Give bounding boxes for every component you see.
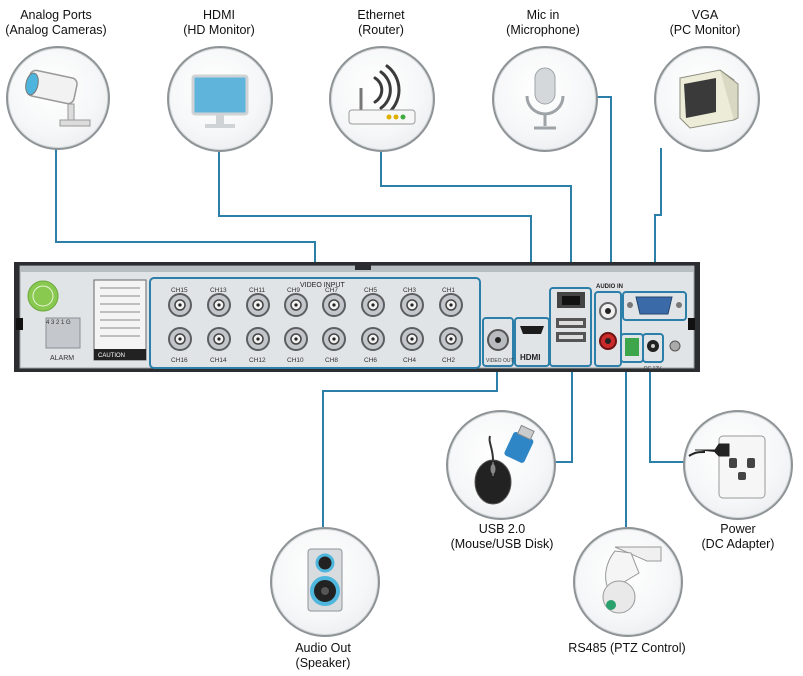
dc-box xyxy=(642,333,664,363)
channel-label: CH1 xyxy=(442,287,455,294)
channel-label: CH14 xyxy=(210,357,227,364)
analog-label: Analog Ports(Analog Cameras) xyxy=(5,8,107,37)
audio-box xyxy=(594,291,622,367)
usb-label: USB 2.0(Mouse/USB Disk) xyxy=(450,522,554,551)
usb-circle xyxy=(446,410,556,520)
router-icon xyxy=(348,64,416,125)
wire-power xyxy=(649,360,685,463)
rs485-label: RS485 (PTZ Control) xyxy=(568,641,686,655)
channel-label: CH16 xyxy=(171,357,188,364)
crt-monitor-icon xyxy=(679,69,739,129)
wire-usb xyxy=(555,340,573,463)
bnc-row-bottom xyxy=(168,327,463,351)
wire-audio-out xyxy=(322,366,498,527)
svg-text:AUDIO IN: AUDIO IN xyxy=(596,284,623,290)
audio-out-circle xyxy=(270,527,380,637)
wire-vga xyxy=(654,148,662,292)
channel-label: CH15 xyxy=(171,287,188,294)
channel-label: CH10 xyxy=(287,357,304,364)
ground-screw xyxy=(669,340,681,352)
channel-label: CH6 xyxy=(364,357,377,364)
channel-label: CH5 xyxy=(364,287,377,294)
channel-label: CH13 xyxy=(210,287,227,294)
vga-box xyxy=(622,291,687,321)
channel-label: CH3 xyxy=(403,287,416,294)
wire-analog xyxy=(55,148,316,278)
channel-label: CH7 xyxy=(325,287,338,294)
video-out-box xyxy=(482,317,514,367)
video-input-box xyxy=(149,277,481,369)
bnc-row-top xyxy=(168,293,463,317)
speaker-icon xyxy=(307,548,343,612)
mouse-usb-icon xyxy=(474,424,535,505)
svg-text:CAUTION: CAUTION xyxy=(98,353,125,359)
svg-text:DC 12V: DC 12V xyxy=(644,366,662,372)
analog-camera-circle xyxy=(6,46,110,150)
lan-usb-box xyxy=(549,287,592,367)
audio-out-label: Audio Out(Speaker) xyxy=(295,641,351,670)
channel-label: CH11 xyxy=(249,287,266,294)
svg-text:HDMI: HDMI xyxy=(520,353,540,362)
channel-label: CH4 xyxy=(403,357,416,364)
svg-text:VIDEO OUT: VIDEO OUT xyxy=(486,358,514,364)
monitor-icon xyxy=(191,74,249,128)
channel-label: CH8 xyxy=(325,357,338,364)
channel-labels-bottom: CH16 CH14 CH12 CH10 CH8 CH6 CH4 CH2 xyxy=(171,357,455,364)
power-label: Power(DC Adapter) xyxy=(701,522,775,551)
channel-label: CH9 xyxy=(287,287,300,294)
ethernet-label: Ethernet(Router) xyxy=(357,8,405,37)
channel-label: CH12 xyxy=(249,357,266,364)
rs485-circle xyxy=(573,527,683,637)
power-circle xyxy=(683,410,793,520)
channel-label: CH2 xyxy=(442,357,455,364)
rs485-terminal xyxy=(625,338,639,356)
qc-sticker xyxy=(27,280,59,312)
hdmi-label: HDMI(HD Monitor) xyxy=(183,8,255,37)
wire-ethernet xyxy=(380,150,572,288)
mic-label: Mic in(Microphone) xyxy=(506,8,580,37)
wire-mic xyxy=(596,96,612,292)
channel-labels-top: CH15 CH13 CH11 CH9 CH7 CH5 CH3 CH1 xyxy=(171,287,455,294)
vga-label: VGA(PC Monitor) xyxy=(669,8,741,37)
screw-left xyxy=(16,318,23,330)
ethernet-circle xyxy=(329,46,435,152)
mic-circle xyxy=(492,46,598,152)
dvr-back-panel: 4 3 2 1 G ALARM CAUTION VIDEO INPUT CH15… xyxy=(14,262,700,372)
hdmi-port xyxy=(520,326,544,334)
screw-right xyxy=(688,318,695,330)
svg-text:4 3 2 1 G: 4 3 2 1 G xyxy=(46,320,71,326)
power-outlet-icon xyxy=(688,435,766,499)
alarm-label: ALARM xyxy=(50,355,74,362)
vga-circle xyxy=(654,46,760,152)
ptz-camera-icon xyxy=(602,546,662,614)
cctv-camera-icon xyxy=(25,69,91,127)
hdmi-circle xyxy=(167,46,273,152)
microphone-icon xyxy=(525,67,565,130)
vga-port xyxy=(635,296,673,315)
svg-text:VIDEO INPUT: VIDEO INPUT xyxy=(300,282,345,289)
